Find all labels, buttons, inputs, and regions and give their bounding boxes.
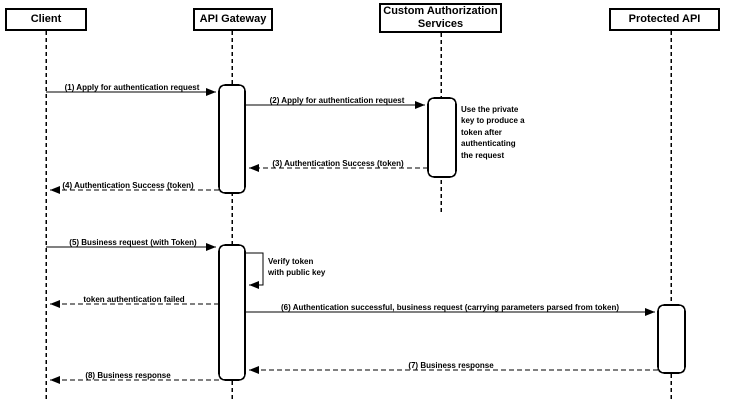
- message-label-8: (8) Business response: [85, 371, 171, 380]
- actor-label-custom-authorization-services: Custom Authorization Services: [383, 5, 498, 30]
- activation-bar-custom-authorization-services: [427, 97, 457, 178]
- self-message-label: Verify token with public key: [268, 257, 326, 277]
- message-label-3: (3) Authentication Success (token): [272, 159, 404, 168]
- actor-box-custom-authorization-services: Custom Authorization Services: [379, 3, 502, 33]
- note-private-key: Use the private key to produce a token a…: [461, 105, 525, 160]
- actor-box-protected-api: Protected API: [609, 8, 720, 31]
- activation-bar-api-gateway-2: [218, 244, 246, 381]
- activation-bar-protected-api: [657, 304, 686, 374]
- message-label-7: (7) Business response: [408, 361, 494, 370]
- actor-label-api-gateway: API Gateway: [199, 13, 267, 25]
- actor-box-api-gateway: API Gateway: [193, 8, 273, 31]
- message-label-token-failed: token authentication failed: [83, 295, 185, 304]
- message-label-1: (1) Apply for authentication request: [64, 83, 200, 92]
- message-label-6: (6) Authentication successful, business …: [280, 303, 620, 312]
- actor-label-protected-api: Protected API: [628, 13, 701, 25]
- activation-bar-api-gateway-1: [218, 84, 246, 194]
- self-message-loop: [245, 252, 264, 289]
- actor-box-client: Client: [5, 8, 87, 31]
- actor-label-client: Client: [30, 13, 62, 25]
- message-label-4: (4) Authentication Success (token): [62, 181, 194, 190]
- message-label-5: (5) Business request (with Token): [69, 238, 197, 247]
- message-label-2: (2) Apply for authentication request: [269, 96, 405, 105]
